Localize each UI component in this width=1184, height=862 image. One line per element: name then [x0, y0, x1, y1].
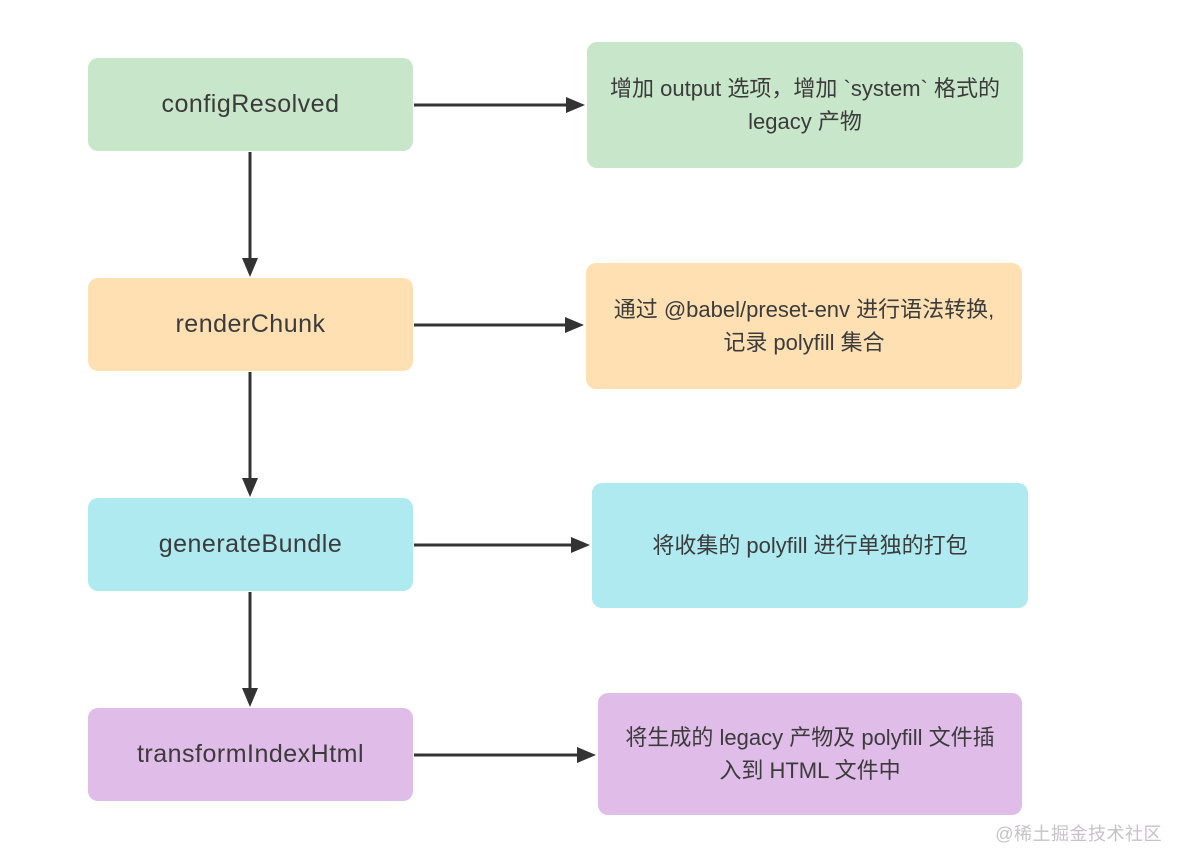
desc-configresolved: 增加 output 选项，增加 `system` 格式的 legacy 产物: [587, 42, 1023, 168]
desc-transformindexhtml: 将生成的 legacy 产物及 polyfill 文件插入到 HTML 文件中: [598, 693, 1022, 815]
node-renderchunk: renderChunk: [88, 278, 413, 371]
node-configresolved: configResolved: [88, 58, 413, 151]
node-generatebundle: generateBundle: [88, 498, 413, 591]
desc-generatebundle: 将收集的 polyfill 进行单独的打包: [592, 483, 1028, 608]
node-transformindexhtml: transformIndexHtml: [88, 708, 413, 801]
desc-renderchunk: 通过 @babel/preset-env 进行语法转换,记录 polyfill …: [586, 263, 1022, 389]
watermark: @稀土掘金技术社区: [995, 824, 1162, 844]
